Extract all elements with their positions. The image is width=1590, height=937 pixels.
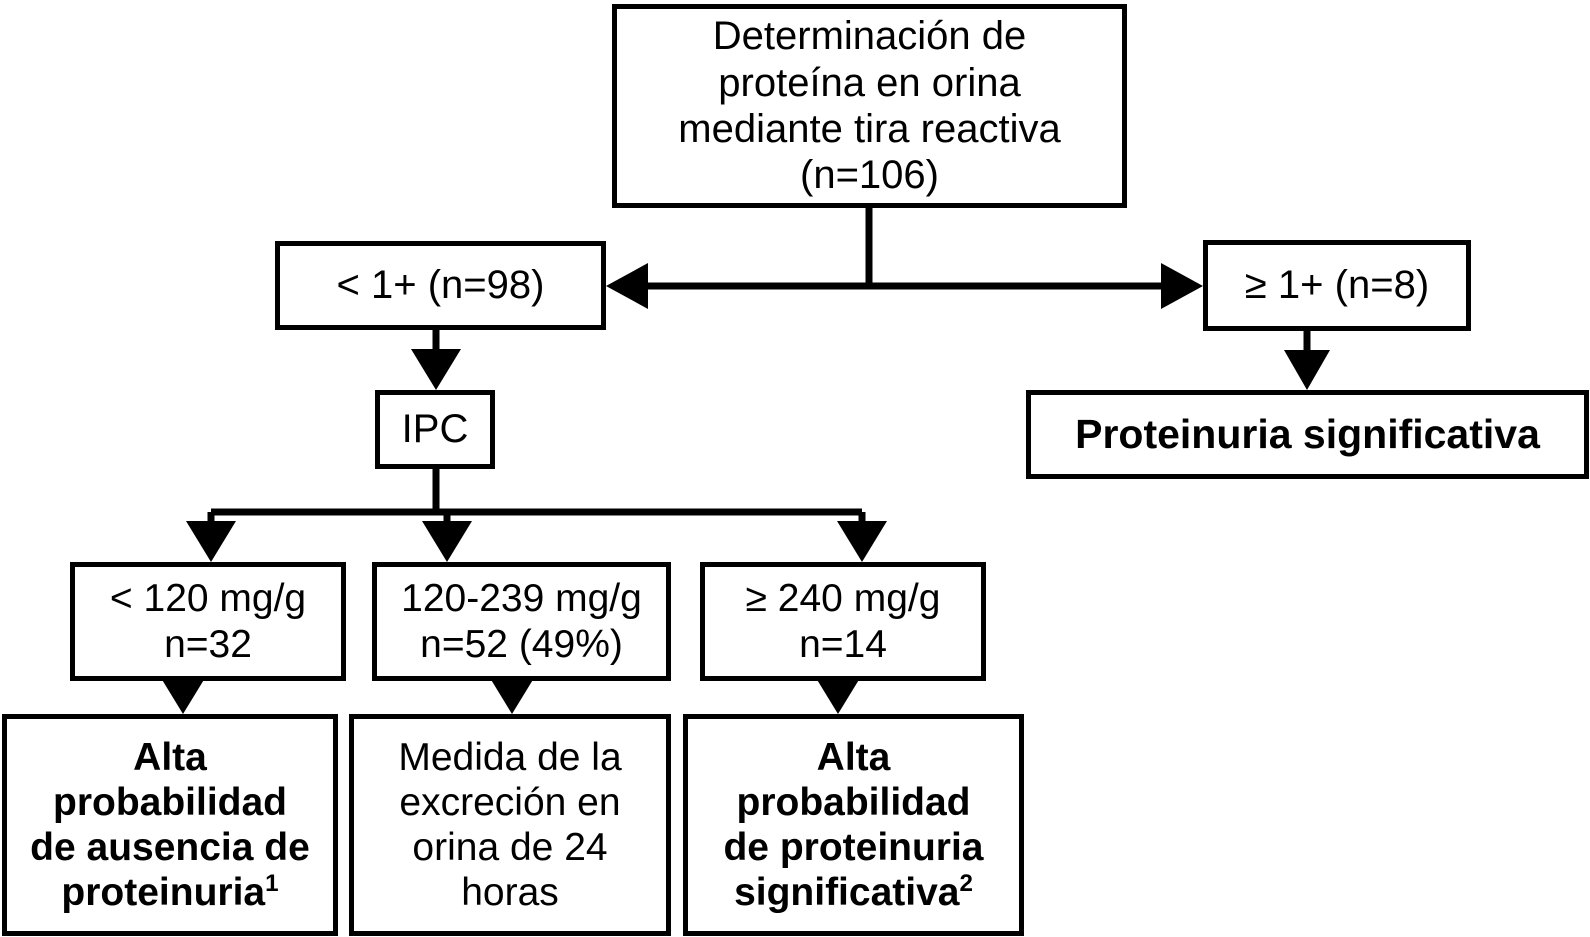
node-outcome-proteinuria-significativa-footnote: 2 (959, 870, 973, 898)
node-less-than-1plus[interactable]: < 1+ (n=98) (275, 241, 606, 330)
node-outcome-ausencia-proteinuria-text: Alta probabilidad de ausencia de protein… (7, 735, 333, 916)
node-proteinuria-significativa-label: Proteinuria significativa (1075, 410, 1540, 457)
node-outcome-excrecion-24h-label: Medida de la excreción en orina de 24 ho… (398, 735, 622, 915)
node-outcome-proteinuria-significativa-text: Alta probabilidad de proteinuria signifi… (688, 735, 1019, 916)
node-120-239-mgg[interactable]: 120-239 mg/g n=52 (49%) (372, 562, 671, 681)
node-outcome-proteinuria-significativa-label: Alta probabilidad de proteinuria signifi… (723, 735, 984, 915)
node-outcome-ausencia-proteinuria-footnote: 1 (265, 870, 279, 898)
arrowhead-down-ge240 (837, 521, 887, 562)
arrowhead-right-ge1 (1161, 263, 1203, 309)
node-ipc-label: IPC (401, 407, 469, 452)
node-less-than-1plus-label: < 1+ (n=98) (336, 263, 545, 308)
node-outcome-ausencia-proteinuria[interactable]: Alta probabilidad de ausencia de protein… (2, 714, 338, 936)
node-ipc[interactable]: IPC (375, 390, 495, 469)
node-greater-equal-1plus[interactable]: ≥ 1+ (n=8) (1203, 240, 1471, 331)
node-greater-equal-240-mgg[interactable]: ≥ 240 mg/g n=14 (700, 562, 986, 681)
node-outcome-ausencia-proteinuria-label: Alta probabilidad de ausencia de protein… (30, 735, 310, 915)
node-root[interactable]: Determinación de proteína en orina media… (612, 4, 1127, 208)
node-less-than-120-mgg[interactable]: < 120 mg/g n=32 (70, 562, 346, 681)
arrowhead-down-120239 (422, 521, 472, 562)
arrowhead-down-out2 (490, 678, 534, 714)
arrowhead-left-lt1 (606, 263, 648, 309)
node-greater-equal-1plus-label: ≥ 1+ (n=8) (1244, 263, 1430, 308)
node-proteinuria-significativa[interactable]: Proteinuria significativa (1026, 390, 1589, 479)
node-less-than-120-mgg-label: < 120 mg/g n=32 (109, 577, 307, 666)
arrowhead-down-lt120 (186, 521, 236, 562)
arrowhead-down-ipc (411, 349, 461, 390)
node-outcome-excrecion-24h-text: Medida de la excreción en orina de 24 ho… (354, 735, 666, 916)
arrowhead-down-protsig (1284, 350, 1330, 390)
node-root-label: Determinación de proteína en orina media… (678, 14, 1061, 198)
node-outcome-excrecion-24h[interactable]: Medida de la excreción en orina de 24 ho… (349, 714, 671, 936)
node-outcome-proteinuria-significativa[interactable]: Alta probabilidad de proteinuria signifi… (683, 714, 1024, 936)
node-120-239-mgg-label: 120-239 mg/g n=52 (49%) (401, 577, 642, 666)
arrowhead-down-out3 (816, 678, 860, 714)
node-greater-equal-240-mgg-label: ≥ 240 mg/g n=14 (745, 577, 941, 666)
arrowhead-down-out1 (161, 678, 205, 714)
